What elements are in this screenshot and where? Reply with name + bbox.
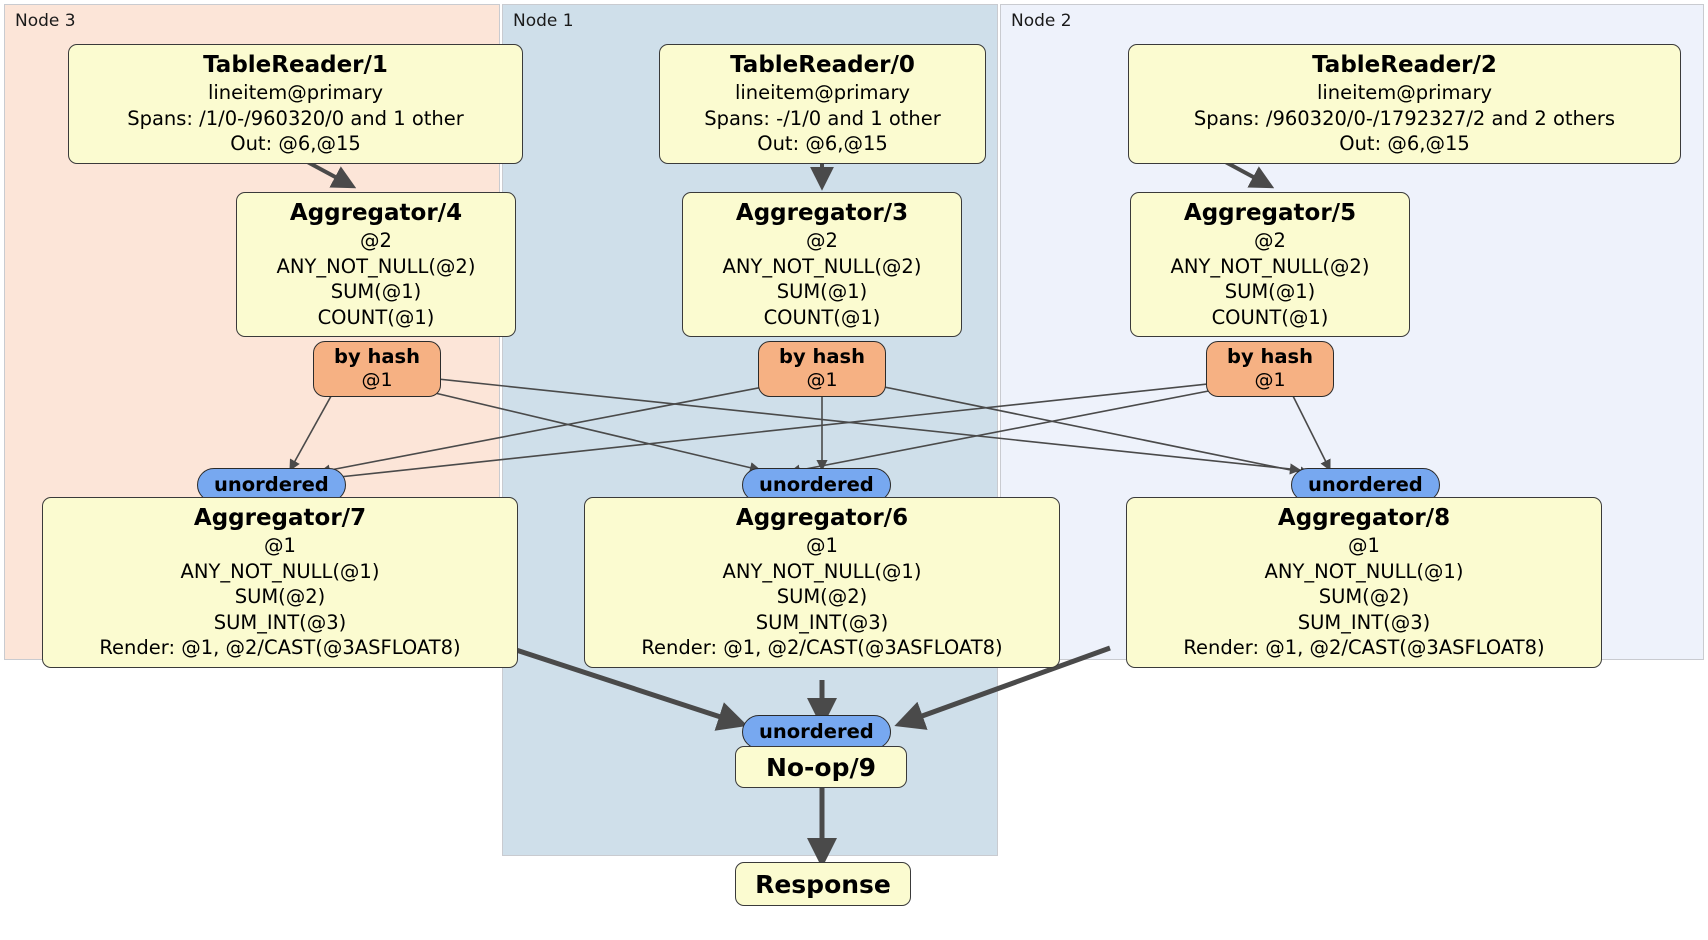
aggregator-7-render: Render: @1, @2/CAST(@3ASFLOAT8) — [99, 636, 461, 659]
aggregator-4-agg1: ANY_NOT_NULL(@2) — [276, 254, 476, 278]
node-panel-label-node1: Node 1 — [513, 11, 574, 31]
aggregator-6-agg2: SUM(@2) — [776, 585, 868, 608]
aggregator-6-group: @1 — [806, 534, 838, 557]
aggregator-4-title: Aggregator/4 — [289, 200, 463, 226]
unordered-badge-node2-label: unordered — [1308, 473, 1423, 496]
aggregator-5-group: @2 — [1254, 229, 1286, 252]
aggregator-7-agg3: SUM_INT(@3) — [213, 610, 347, 634]
table-reader-node2-out: Out: @6,@15 — [1339, 132, 1470, 155]
table-reader-node2-title: TableReader/2 — [1312, 52, 1497, 78]
by-hash-badge-node2-column: @1 — [1254, 369, 1286, 391]
unordered-badge-node1[interactable]: unordered — [742, 468, 891, 502]
aggregator-5-agg1: ANY_NOT_NULL(@2) — [1170, 254, 1370, 278]
aggregator-5-agg2: SUM(@1) — [1224, 280, 1316, 303]
unordered-badge-node3-label: unordered — [214, 473, 329, 496]
response-box[interactable]: Response — [735, 862, 911, 906]
aggregator-6-agg3: SUM_INT(@3) — [755, 610, 889, 634]
no-op-9-label: No-op/9 — [765, 752, 877, 782]
aggregator-3-agg2: SUM(@1) — [776, 280, 868, 303]
table-reader-node1-out: Out: @6,@15 — [757, 132, 888, 155]
aggregator-6-title: Aggregator/6 — [735, 505, 909, 531]
aggregator-8-agg3: SUM_INT(@3) — [1297, 610, 1431, 634]
by-hash-badge-node1-column: @1 — [806, 369, 838, 391]
table-reader-node3[interactable]: TableReader/1 lineitem@primary Spans: /1… — [68, 44, 523, 164]
aggregator-8-agg2: SUM(@2) — [1318, 585, 1410, 608]
table-reader-node1[interactable]: TableReader/0 lineitem@primary Spans: -/… — [659, 44, 986, 164]
aggregator-7-node3[interactable]: Aggregator/7 @1 ANY_NOT_NULL(@1) SUM(@2)… — [42, 497, 518, 668]
table-reader-node3-title: TableReader/1 — [203, 52, 388, 78]
node-panel-label-node3: Node 3 — [15, 11, 76, 31]
aggregator-8-render: Render: @1, @2/CAST(@3ASFLOAT8) — [1183, 636, 1545, 659]
aggregator-4-node3[interactable]: Aggregator/4 @2 ANY_NOT_NULL(@2) SUM(@1)… — [236, 192, 516, 337]
aggregator-5-node2[interactable]: Aggregator/5 @2 ANY_NOT_NULL(@2) SUM(@1)… — [1130, 192, 1410, 337]
by-hash-badge-node2-title: by hash — [1227, 345, 1313, 368]
by-hash-badge-node1-title: by hash — [779, 345, 865, 368]
table-reader-node3-spans: Spans: /1/0-/960320/0 and 1 other — [127, 106, 464, 130]
aggregator-8-node2[interactable]: Aggregator/8 @1 ANY_NOT_NULL(@1) SUM(@2)… — [1126, 497, 1602, 668]
unordered-badge-node2[interactable]: unordered — [1291, 468, 1440, 502]
table-reader-node2-table: lineitem@primary — [1316, 81, 1493, 104]
by-hash-badge-node3[interactable]: by hash @1 — [313, 341, 441, 397]
unordered-badge-final[interactable]: unordered — [742, 715, 891, 749]
table-reader-node3-table: lineitem@primary — [207, 81, 384, 104]
aggregator-4-agg3: COUNT(@1) — [317, 305, 435, 329]
aggregator-4-agg2: SUM(@1) — [330, 280, 422, 303]
aggregator-6-agg1: ANY_NOT_NULL(@1) — [722, 559, 922, 583]
unordered-badge-final-label: unordered — [759, 720, 874, 743]
aggregator-8-title: Aggregator/8 — [1277, 505, 1451, 531]
aggregator-5-title: Aggregator/5 — [1183, 200, 1357, 226]
aggregator-5-agg3: COUNT(@1) — [1211, 305, 1329, 329]
aggregator-8-agg1: ANY_NOT_NULL(@1) — [1264, 559, 1464, 583]
by-hash-badge-node3-title: by hash — [334, 345, 420, 368]
table-reader-node1-title: TableReader/0 — [730, 52, 915, 78]
aggregator-3-node1[interactable]: Aggregator/3 @2 ANY_NOT_NULL(@2) SUM(@1)… — [682, 192, 962, 337]
aggregator-3-group: @2 — [806, 229, 838, 252]
aggregator-7-group: @1 — [264, 534, 296, 557]
table-reader-node1-table: lineitem@primary — [734, 81, 911, 104]
response-label: Response — [755, 869, 891, 899]
table-reader-node2-spans: Spans: /960320/0-/1792327/2 and 2 others — [1193, 106, 1616, 130]
table-reader-node3-out: Out: @6,@15 — [230, 132, 361, 155]
aggregator-6-render: Render: @1, @2/CAST(@3ASFLOAT8) — [641, 636, 1003, 659]
no-op-9-box[interactable]: No-op/9 — [735, 746, 907, 788]
by-hash-badge-node2[interactable]: by hash @1 — [1206, 341, 1334, 397]
aggregator-7-agg2: SUM(@2) — [234, 585, 326, 608]
aggregator-8-group: @1 — [1348, 534, 1380, 557]
node-panel-label-node2: Node 2 — [1011, 11, 1072, 31]
aggregator-4-group: @2 — [360, 229, 392, 252]
by-hash-badge-node3-column: @1 — [361, 369, 393, 391]
table-reader-node1-spans: Spans: -/1/0 and 1 other — [704, 106, 941, 130]
aggregator-6-node1[interactable]: Aggregator/6 @1 ANY_NOT_NULL(@1) SUM(@2)… — [584, 497, 1060, 668]
aggregator-3-agg1: ANY_NOT_NULL(@2) — [722, 254, 922, 278]
aggregator-7-agg1: ANY_NOT_NULL(@1) — [180, 559, 380, 583]
aggregator-3-agg3: COUNT(@1) — [763, 305, 881, 329]
by-hash-badge-node1[interactable]: by hash @1 — [758, 341, 886, 397]
aggregator-7-title: Aggregator/7 — [193, 505, 367, 531]
unordered-badge-node1-label: unordered — [759, 473, 874, 496]
aggregator-3-title: Aggregator/3 — [735, 200, 909, 226]
table-reader-node2[interactable]: TableReader/2 lineitem@primary Spans: /9… — [1128, 44, 1681, 164]
